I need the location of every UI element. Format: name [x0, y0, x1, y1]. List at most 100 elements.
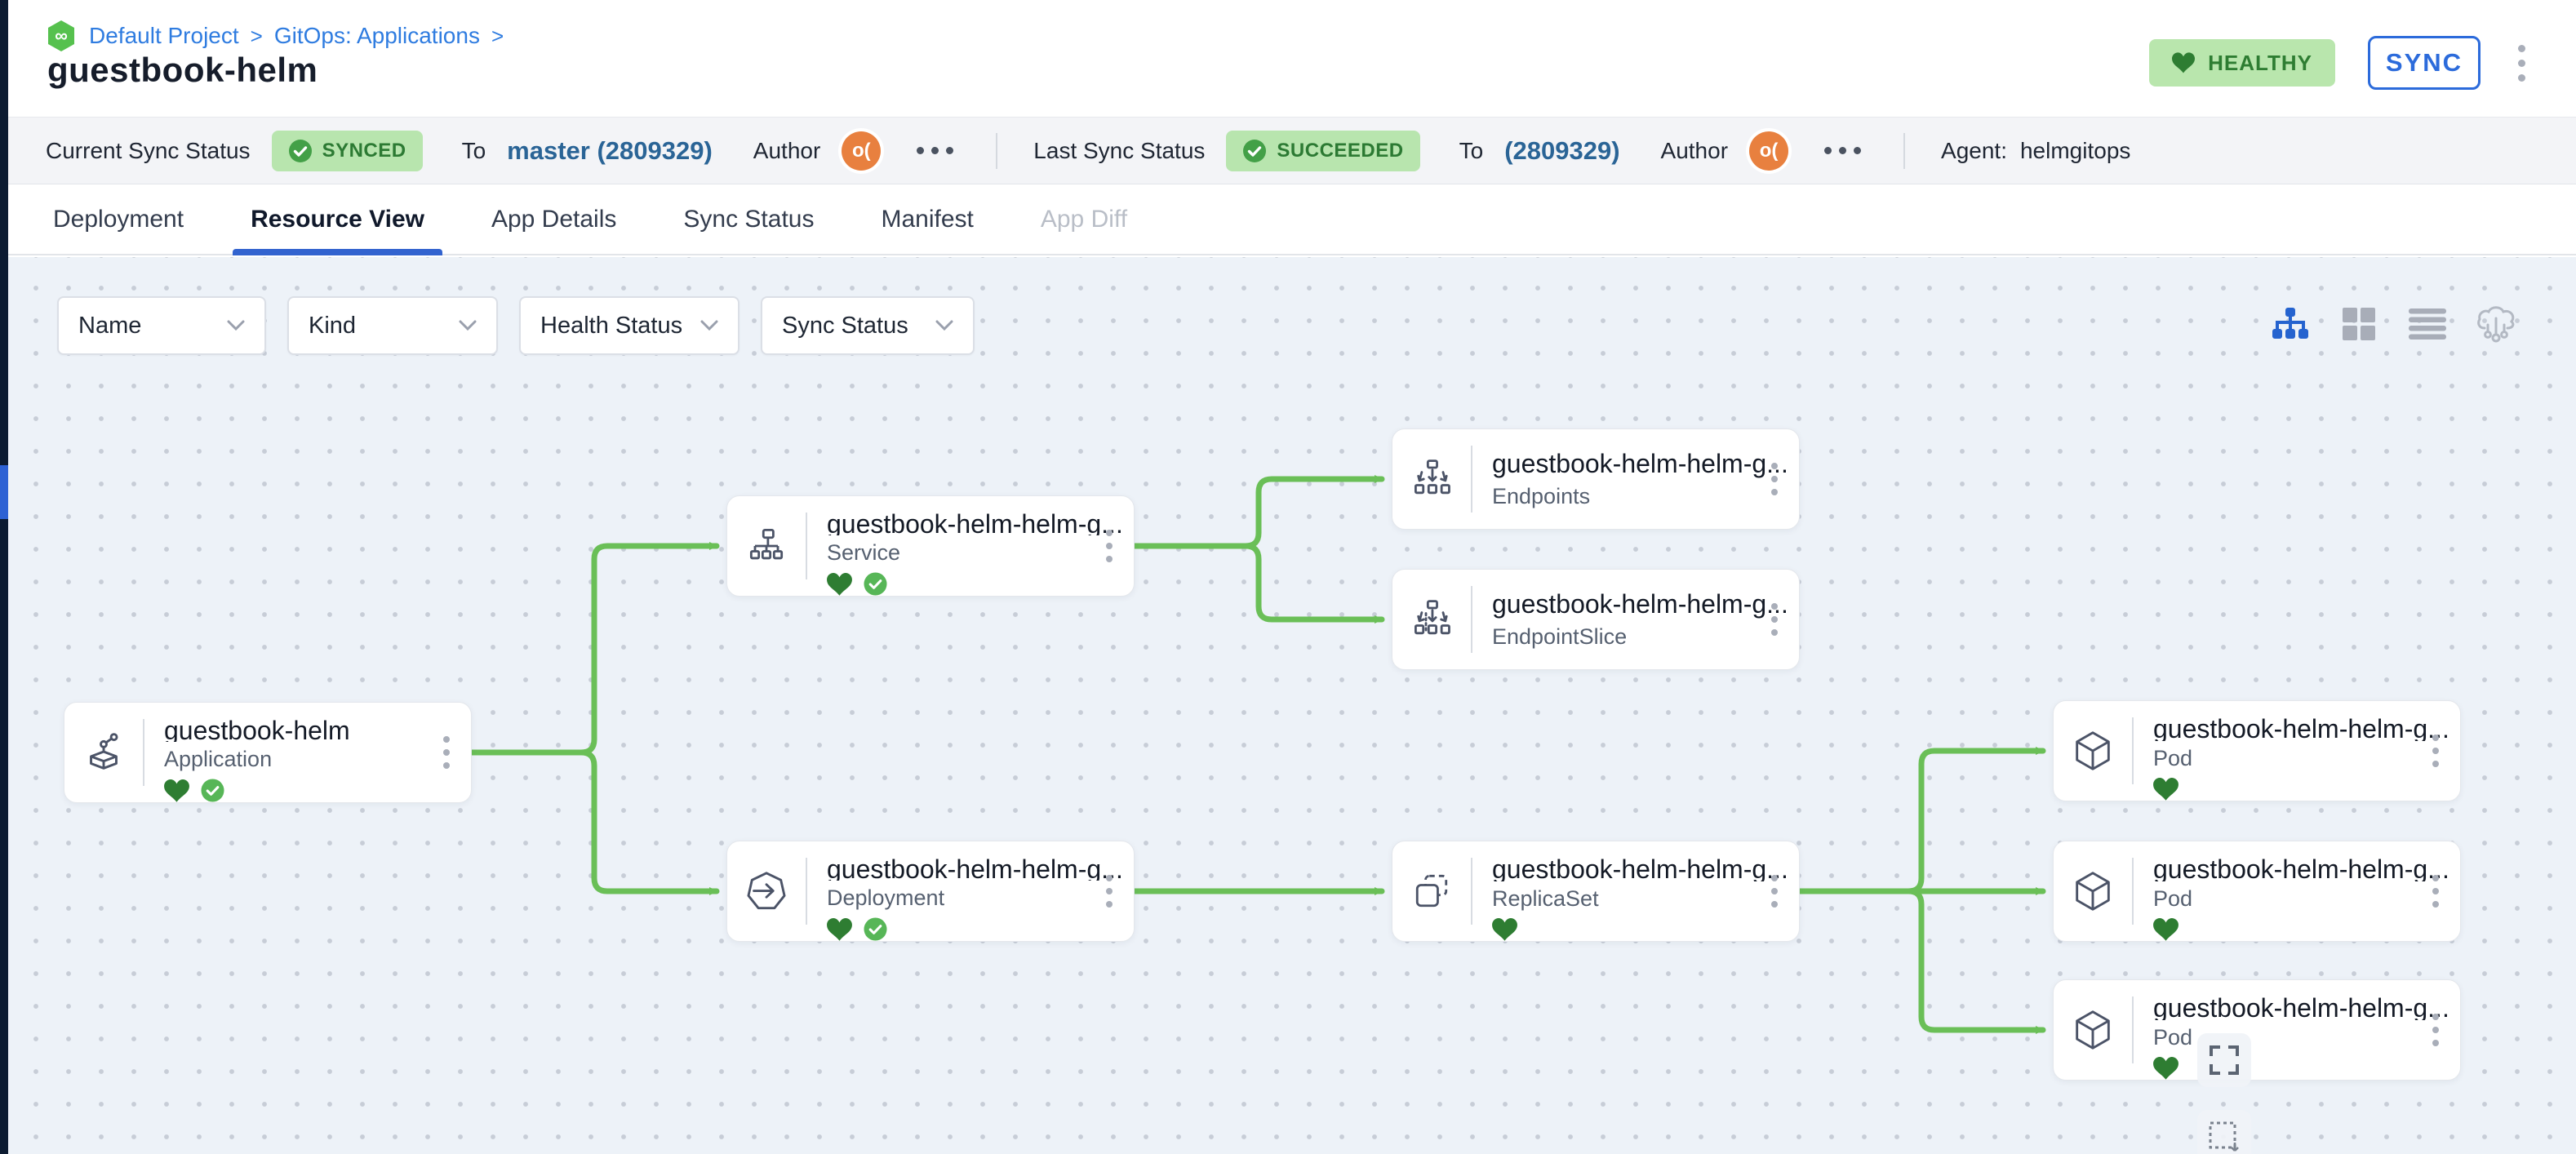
tab-sync-status[interactable]: Sync Status	[683, 206, 815, 233]
edge-service-endpoints	[1131, 475, 1385, 549]
sync-button[interactable]: SYNC	[2368, 36, 2481, 90]
to-label: To	[1459, 137, 1484, 163]
node-kebab-menu[interactable]	[2426, 728, 2445, 774]
breadcrumb-link-applications[interactable]: GitOps: Applications	[273, 23, 480, 48]
deployment-icon	[727, 841, 806, 941]
resource-kind: Pod	[2153, 746, 2193, 770]
divider	[1471, 858, 1472, 925]
resource-node-endpointslice[interactable]: guestbook-helm-helm-g... EndpointSlice	[1392, 569, 1800, 670]
filter-sync-status[interactable]: Sync Status	[761, 296, 975, 355]
filter-kind[interactable]: Kind	[287, 296, 498, 355]
node-kebab-menu[interactable]	[1765, 456, 1784, 502]
node-kebab-menu[interactable]	[1099, 868, 1119, 914]
resource-name: guestbook-helm-helm-g...	[827, 509, 1123, 535]
tab-app-diff: App Diff	[1040, 206, 1128, 233]
resource-node-pod2[interactable]: guestbook-helm-helm-g... Pod	[2053, 841, 2461, 942]
health-heart-icon	[2153, 1057, 2178, 1080]
to-label: To	[461, 137, 486, 163]
resource-node-pod1[interactable]: guestbook-helm-helm-g... Pod	[2053, 700, 2461, 801]
health-heart-icon	[827, 572, 852, 596]
author-label: Author	[753, 137, 821, 163]
tab-bar: Deployment Resource View App Details Syn…	[8, 185, 2576, 255]
pod-icon	[2054, 841, 2132, 941]
node-kebab-menu[interactable]	[1765, 868, 1784, 914]
divider	[996, 132, 998, 169]
filter-label: Sync Status	[782, 312, 908, 339]
divider	[2132, 996, 2134, 1063]
tab-deployment[interactable]: Deployment	[53, 206, 184, 233]
svg-text:∞: ∞	[55, 25, 68, 46]
resource-kind: Service	[827, 540, 901, 565]
synced-badge-label: SYNCED	[322, 139, 406, 162]
resource-status-icons	[2153, 1057, 2460, 1080]
agent-value: helmgitops	[2019, 137, 2131, 163]
resource-status-icons	[1492, 918, 1799, 941]
collapsed-sidebar[interactable]	[0, 0, 8, 1154]
tab-resource-view[interactable]: Resource View	[233, 185, 442, 255]
kebab-menu-icon[interactable]	[2513, 40, 2530, 87]
selection-box-button[interactable]	[2197, 1110, 2251, 1154]
tab-app-details[interactable]: App Details	[491, 206, 617, 233]
edge-app-service	[469, 542, 720, 756]
grid-view-icon[interactable]	[2338, 303, 2380, 345]
more-authors-button[interactable]	[910, 140, 960, 161]
breadcrumb-link-project[interactable]: Default Project	[89, 23, 239, 48]
node-kebab-menu[interactable]	[2426, 1007, 2445, 1053]
current-revision-link[interactable]: master (2809329)	[507, 135, 713, 165]
resource-status-icons	[164, 779, 471, 802]
synced-badge: SYNCED	[271, 130, 423, 171]
tab-manifest[interactable]: Manifest	[881, 206, 974, 233]
filter-label: Name	[78, 312, 142, 339]
resource-node-replicaset[interactable]: guestbook-helm-helm-g... ReplicaSet	[1392, 841, 1800, 942]
last-revision-link[interactable]: (2809329)	[1504, 135, 1620, 165]
chevron-down-icon	[700, 320, 718, 331]
resource-node-endpoints[interactable]: guestbook-helm-helm-g... Endpoints	[1392, 428, 1800, 530]
author-avatar: o(	[1749, 131, 1789, 171]
resource-node-pod3[interactable]: guestbook-helm-helm-g... Pod	[2053, 979, 2461, 1081]
view-toggle-group	[2269, 303, 2517, 345]
heart-icon	[2172, 52, 2196, 73]
health-badge-label: HEALTHY	[2208, 50, 2312, 75]
resource-name: guestbook-helm-helm-g...	[1492, 589, 1788, 619]
chevron-down-icon	[935, 320, 953, 331]
cloud-view-icon[interactable]	[2475, 303, 2517, 345]
resource-status-icons	[2153, 918, 2460, 941]
node-kebab-menu[interactable]	[2426, 868, 2445, 914]
edge-replicaset-pod1	[1797, 747, 2046, 894]
resource-node-service[interactable]: guestbook-helm-helm-g... Service	[726, 495, 1135, 597]
resource-name: guestbook-helm	[164, 716, 350, 742]
chevron-down-icon	[227, 320, 245, 331]
synced-check-icon	[864, 917, 887, 941]
resource-status-icons	[827, 917, 1134, 941]
replicaset-icon	[1392, 841, 1471, 941]
page-header: ∞ Default Project > GitOps: Applications…	[8, 0, 2576, 117]
resource-name: guestbook-helm-helm-g...	[827, 854, 1123, 881]
divider	[1471, 446, 1472, 513]
pod-icon	[2054, 980, 2132, 1080]
edge-service-endpointslice	[1131, 543, 1385, 624]
resource-kind: ReplicaSet	[1492, 886, 1599, 911]
node-kebab-menu[interactable]	[1099, 523, 1119, 569]
fit-screen-button[interactable]	[2197, 1033, 2251, 1087]
more-authors-button[interactable]	[1818, 140, 1868, 161]
node-kebab-menu[interactable]	[437, 730, 456, 775]
breadcrumb-separator: >	[491, 23, 504, 48]
divider	[806, 513, 807, 579]
resource-kind: EndpointSlice	[1492, 624, 1628, 649]
resource-node-app[interactable]: guestbook-helm Application	[64, 702, 472, 803]
graph-edges	[469, 475, 2046, 1034]
tree-view-icon[interactable]	[2269, 303, 2312, 345]
resource-node-deployment[interactable]: guestbook-helm-helm-g... Deployment	[726, 841, 1135, 942]
resource-kind: Pod	[2153, 886, 2193, 911]
resource-status-icons	[2153, 778, 2460, 801]
node-kebab-menu[interactable]	[1765, 597, 1784, 642]
filter-health-status[interactable]: Health Status	[519, 296, 739, 355]
page-title: guestbook-helm	[47, 51, 318, 89]
filter-name[interactable]: Name	[57, 296, 266, 355]
resource-name: guestbook-helm-helm-g...	[2153, 993, 2449, 1020]
list-view-icon[interactable]	[2406, 303, 2449, 345]
current-sync-status-label: Current Sync Status	[46, 137, 251, 163]
health-status-badge: HEALTHY	[2149, 39, 2335, 87]
resource-name: guestbook-helm-helm-g...	[1492, 449, 1788, 478]
endpointslice-icon	[1392, 570, 1471, 669]
